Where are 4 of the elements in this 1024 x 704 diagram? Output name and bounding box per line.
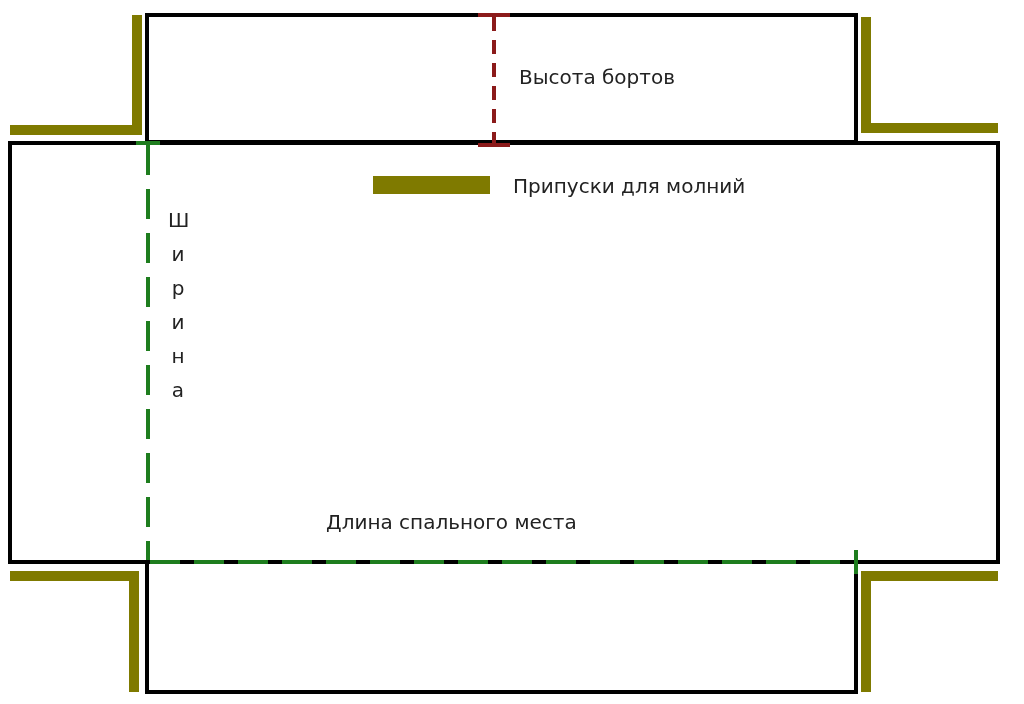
dimension-label: Длина спального места	[326, 509, 577, 536]
legend-label: Припуски для молний	[513, 173, 746, 200]
dimension-label: Ширина	[168, 207, 188, 404]
dimension-label: Высота бортов	[519, 64, 675, 91]
